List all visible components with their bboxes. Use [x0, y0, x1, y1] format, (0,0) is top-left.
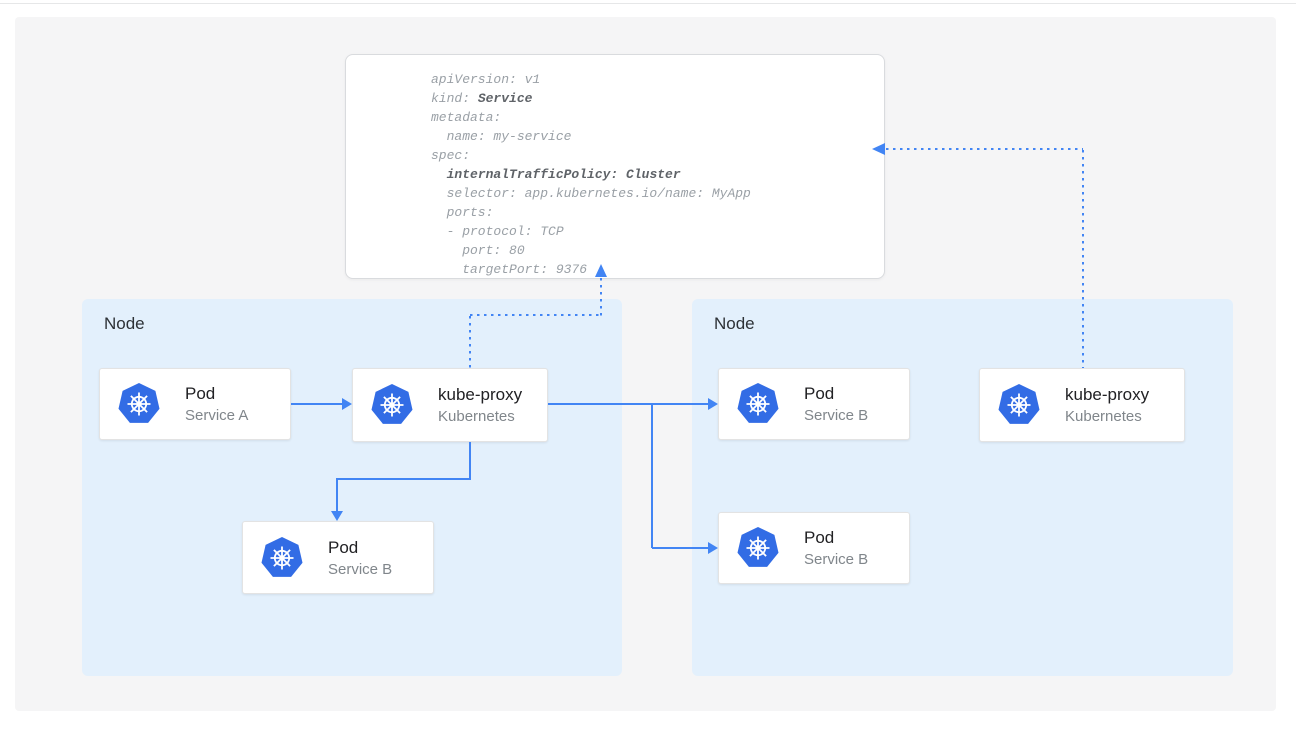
card-subtitle: Kubernetes [438, 408, 515, 425]
card-pod-service-b-left: Pod Service B [242, 521, 434, 594]
line-branch-down [651, 404, 653, 548]
kubernetes-icon [118, 383, 160, 423]
card-title: Pod [185, 384, 216, 403]
node-left: Node [82, 299, 622, 676]
card-pod-service-b-right-bottom: Pod Service B [718, 512, 910, 584]
arrowhead-to-pod-b-right-bottom [708, 542, 718, 554]
card-pod-service-b-right-top: Pod Service B [718, 368, 910, 440]
card-subtitle: Service B [804, 551, 869, 568]
card-subtitle: Service A [185, 407, 249, 424]
card-title: kube-proxy [1065, 385, 1150, 404]
dotted-line-kube-proxy-right-up [1082, 150, 1084, 368]
dotted-line-kube-proxy-left-across [470, 314, 601, 316]
line-pod-a-to-kube-proxy [291, 403, 342, 405]
node-left-label: Node [104, 314, 145, 333]
card-subtitle: Service B [804, 407, 869, 424]
kubernetes-icon [371, 384, 413, 424]
card-title: Pod [328, 537, 359, 557]
card-kube-proxy-right: kube-proxy Kubernetes [979, 368, 1185, 442]
line-kube-proxy-down [469, 442, 471, 480]
node-right-label: Node [714, 314, 755, 333]
dotted-line-kube-proxy-right-across [886, 148, 1083, 150]
dotted-line-kube-proxy-left-up [469, 316, 471, 368]
kubernetes-icon [261, 536, 303, 577]
card-pod-service-a: Pod Service A [99, 368, 291, 440]
line-kube-proxy-to-right-pods [548, 403, 708, 405]
arrowhead-dotted-to-yaml-right [872, 143, 885, 155]
card-subtitle: Kubernetes [1065, 408, 1142, 425]
arrowhead-to-pod-b-right-top [708, 398, 718, 410]
card-subtitle: Service B [328, 560, 393, 578]
arrowhead-to-pod-b-left [331, 511, 343, 521]
line-branch-to-pod-b-right-bottom [652, 547, 708, 549]
top-divider [0, 3, 1296, 4]
line-kube-proxy-left [337, 478, 471, 480]
kubernetes-icon [737, 383, 779, 423]
arrowhead-dotted-to-yaml-bottom [595, 264, 607, 277]
node-right: Node [692, 299, 1233, 676]
card-kube-proxy-left: kube-proxy Kubernetes [352, 368, 548, 442]
card-title: Pod [804, 528, 835, 547]
arrowhead-pod-a-to-kube-proxy [342, 398, 352, 410]
card-title: kube-proxy [438, 385, 523, 404]
kubernetes-icon [737, 527, 779, 567]
card-title: Pod [804, 384, 835, 403]
dotted-line-kube-proxy-left-to-yaml [600, 278, 602, 316]
line-down-to-pod-b-left [336, 478, 338, 511]
kubernetes-icon [998, 384, 1040, 424]
